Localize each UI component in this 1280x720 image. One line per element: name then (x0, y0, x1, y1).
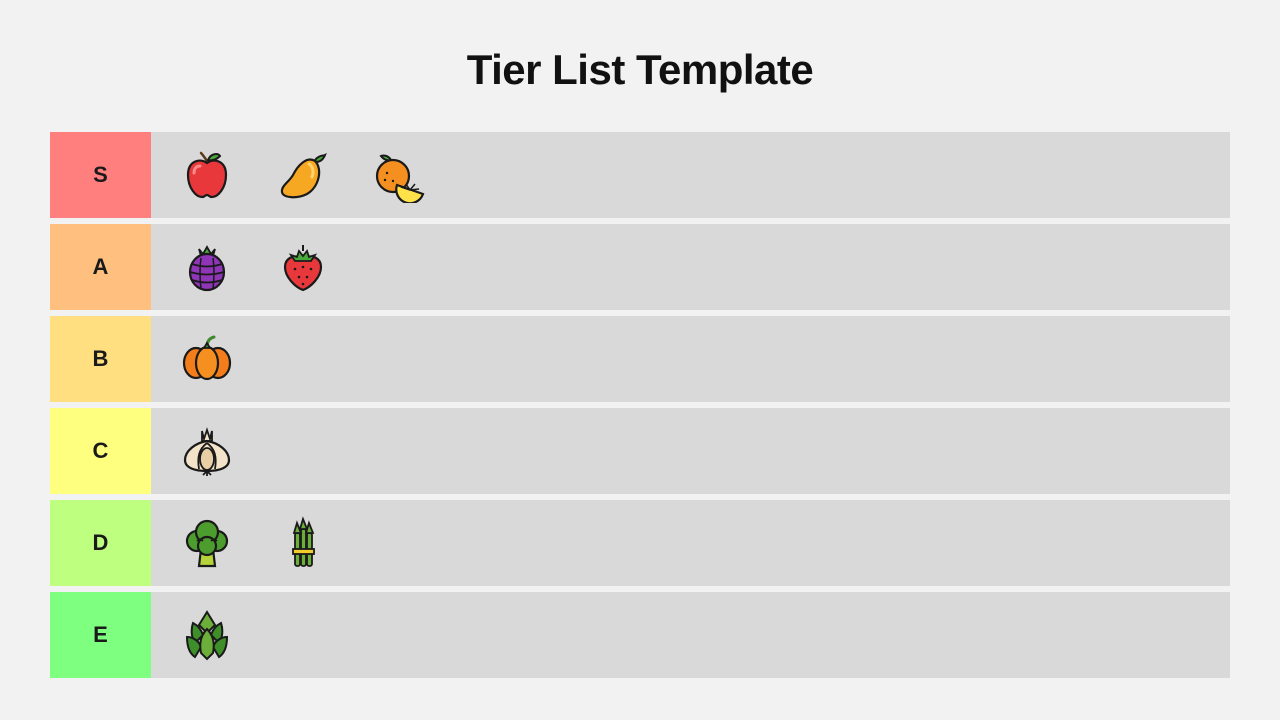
tier-row-d: D (50, 500, 1230, 586)
artichoke-icon[interactable] (179, 607, 235, 663)
tier-row-e: E (50, 592, 1230, 678)
tier-items-c[interactable] (151, 408, 1230, 494)
page-title: Tier List Template (466, 46, 814, 93)
mango-icon[interactable] (275, 147, 331, 203)
tier-items-s[interactable] (151, 132, 1230, 218)
strawberry-icon[interactable] (275, 239, 331, 295)
tier-items-e[interactable] (151, 592, 1230, 678)
tier-label-s[interactable]: S (50, 132, 151, 218)
tier-items-d[interactable] (151, 500, 1230, 586)
tier-items-a[interactable] (151, 224, 1230, 310)
tier-row-a: A (50, 224, 1230, 310)
tier-label-c[interactable]: C (50, 408, 151, 494)
garlic-icon[interactable] (179, 423, 235, 479)
pumpkin-icon[interactable] (179, 331, 235, 387)
tier-label-e[interactable]: E (50, 592, 151, 678)
tier-label-a[interactable]: A (50, 224, 151, 310)
raspberry-icon[interactable] (179, 239, 235, 295)
broccoli-icon[interactable] (179, 515, 235, 571)
tier-label-d[interactable]: D (50, 500, 151, 586)
tier-row-b: B (50, 316, 1230, 402)
tier-items-b[interactable] (151, 316, 1230, 402)
tier-label-b[interactable]: B (50, 316, 151, 402)
asparagus-icon[interactable] (275, 515, 331, 571)
tier-row-s: S (50, 132, 1230, 218)
tier-list: S (50, 132, 1230, 684)
apple-icon[interactable] (179, 147, 235, 203)
tier-row-c: C (50, 408, 1230, 494)
orange-icon[interactable] (371, 147, 427, 203)
